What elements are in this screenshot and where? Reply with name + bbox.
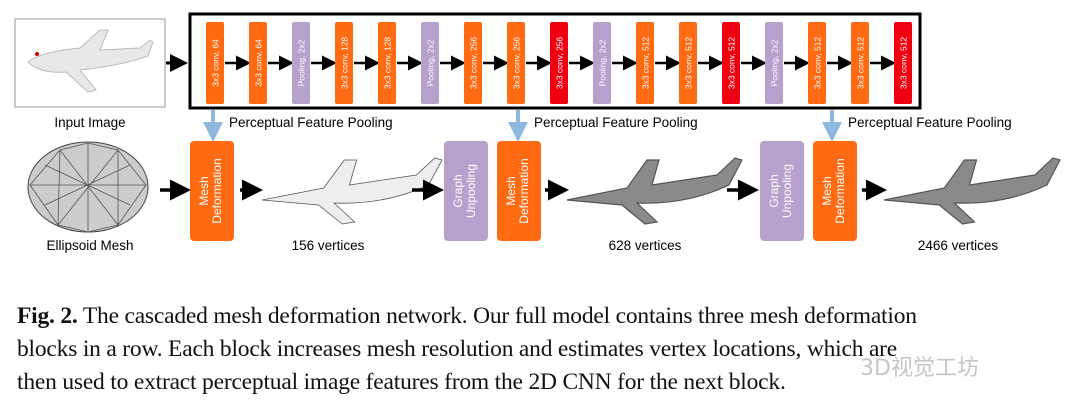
graph-unpooling-block-label: Unpooling bbox=[464, 164, 478, 218]
cnn-layer-conv bbox=[636, 22, 654, 104]
caption-line-1: Fig. 2. The cascaded mesh deformation ne… bbox=[17, 303, 917, 330]
cnn-layer-label: 3x3 conv, 256 bbox=[512, 37, 522, 90]
input-image bbox=[14, 18, 166, 108]
mesh-deformation-block-label: Mesh bbox=[504, 176, 518, 205]
mesh-deformation-block-label: Deformation bbox=[833, 158, 847, 223]
cnn-layer-conv-highlight bbox=[550, 22, 568, 104]
cnn-layer-label: Pooling, 2x2 bbox=[770, 39, 780, 86]
cnn-layer-pool bbox=[765, 22, 783, 104]
ellipsoid-label: Ellipsoid Mesh bbox=[46, 238, 133, 253]
cnn-layer-conv bbox=[206, 22, 224, 104]
cnn-layer-label: 3x3 conv, 512 bbox=[813, 37, 823, 90]
mesh-deformation-block-label: Mesh bbox=[820, 176, 834, 205]
cnn-layer-conv-highlight bbox=[722, 22, 740, 104]
cnn-layer-label: 3x3 conv, 128 bbox=[383, 37, 393, 90]
stage-2-label: 628 vertices bbox=[609, 238, 682, 253]
cnn-layer-conv bbox=[679, 22, 697, 104]
mesh-deformation-block-label: Deformation bbox=[210, 158, 224, 223]
cnn-layer-label: 3x3 conv, 512 bbox=[641, 37, 651, 90]
graph-unpooling-block-label: Graph bbox=[767, 174, 781, 207]
mesh-628-vertices bbox=[566, 157, 743, 225]
graph-unpooling-block-label: Unpooling bbox=[780, 164, 794, 218]
cnn-layer-conv bbox=[507, 22, 525, 104]
caption-text: The cascaded mesh deformation network. O… bbox=[77, 303, 917, 329]
cnn-layer-conv-highlight bbox=[894, 22, 912, 104]
cnn-layer-conv bbox=[464, 22, 482, 104]
input-image-label: Input Image bbox=[54, 115, 125, 130]
mesh-deformation-block-label: Deformation bbox=[517, 158, 531, 223]
graph-unpooling-block bbox=[444, 141, 488, 241]
mesh-2466-vertices bbox=[883, 157, 1061, 225]
graph-unpooling-block bbox=[760, 141, 804, 241]
cnn-layer-label: 3x3 conv, 512 bbox=[684, 37, 694, 90]
feature-pooling-label: Perceptual Feature Pooling bbox=[534, 115, 698, 130]
cnn-layer-pool bbox=[292, 22, 310, 104]
mesh-deformation-block bbox=[813, 141, 857, 241]
cnn-layer-label: Pooling, 2x2 bbox=[297, 39, 307, 86]
cnn-layer-label: Pooling, 2x2 bbox=[426, 39, 436, 86]
watermark: 3D视觉工坊 bbox=[860, 356, 979, 381]
mesh-deformation-block-label: Mesh bbox=[197, 176, 211, 205]
cnn-layer-label: 3x3 conv, 256 bbox=[469, 37, 479, 90]
caption-line-3: then used to extract perceptual image fe… bbox=[17, 369, 786, 395]
cnn-layer-label: 3x3 conv, 256 bbox=[555, 37, 565, 90]
mesh-deformation-block bbox=[497, 141, 541, 241]
cnn-layer-label: 3x3 conv, 64 bbox=[211, 39, 221, 87]
stage-3-label: 2466 vertices bbox=[918, 238, 999, 253]
feature-pooling: Perceptual Feature Pooling Perceptual Fea… bbox=[203, 110, 1012, 142]
cnn-layer-pool bbox=[421, 22, 439, 104]
feature-pooling-label: Perceptual Feature Pooling bbox=[848, 115, 1012, 130]
ellipsoid-mesh bbox=[27, 141, 149, 233]
cnn-layers: 3x3 conv, 64 3x3 conv, 64 Pooling, 2x2 3x3 … bbox=[206, 22, 912, 104]
cnn-layer-label: Pooling, 2x2 bbox=[598, 39, 608, 86]
cnn-layer-conv bbox=[851, 22, 869, 104]
cnn-layer-conv bbox=[335, 22, 353, 104]
mesh-deformation-block bbox=[190, 141, 234, 241]
mesh-156-vertices bbox=[261, 157, 443, 225]
cnn-layer-conv bbox=[378, 22, 396, 104]
feature-pooling-label: Perceptual Feature Pooling bbox=[229, 115, 393, 130]
cnn-layer-pool bbox=[593, 22, 611, 104]
figure-number: Fig. 2. bbox=[17, 303, 78, 329]
cnn-layer-label: 3x3 conv, 512 bbox=[899, 37, 909, 90]
cnn-layer-conv bbox=[808, 22, 826, 104]
cnn-frame bbox=[188, 12, 922, 110]
airplane-icon bbox=[27, 29, 154, 93]
cnn-layer-label: 3x3 conv, 512 bbox=[727, 37, 737, 90]
cnn-layer-label: 3x3 conv, 64 bbox=[254, 39, 264, 87]
caption-line-2: blocks in a row. Each block increases me… bbox=[17, 336, 898, 362]
stage-1-label: 156 vertices bbox=[292, 238, 365, 253]
cnn-layer-conv bbox=[249, 22, 267, 104]
graph-unpooling-block-label: Graph bbox=[451, 174, 465, 207]
network-diagram: Input Image 3x3 conv, 64 3x3 conv, 64 Pool… bbox=[14, 12, 1061, 253]
cnn-layer-label: 3x3 conv, 512 bbox=[856, 37, 866, 90]
cnn-layer-label: 3x3 conv, 128 bbox=[340, 37, 350, 90]
